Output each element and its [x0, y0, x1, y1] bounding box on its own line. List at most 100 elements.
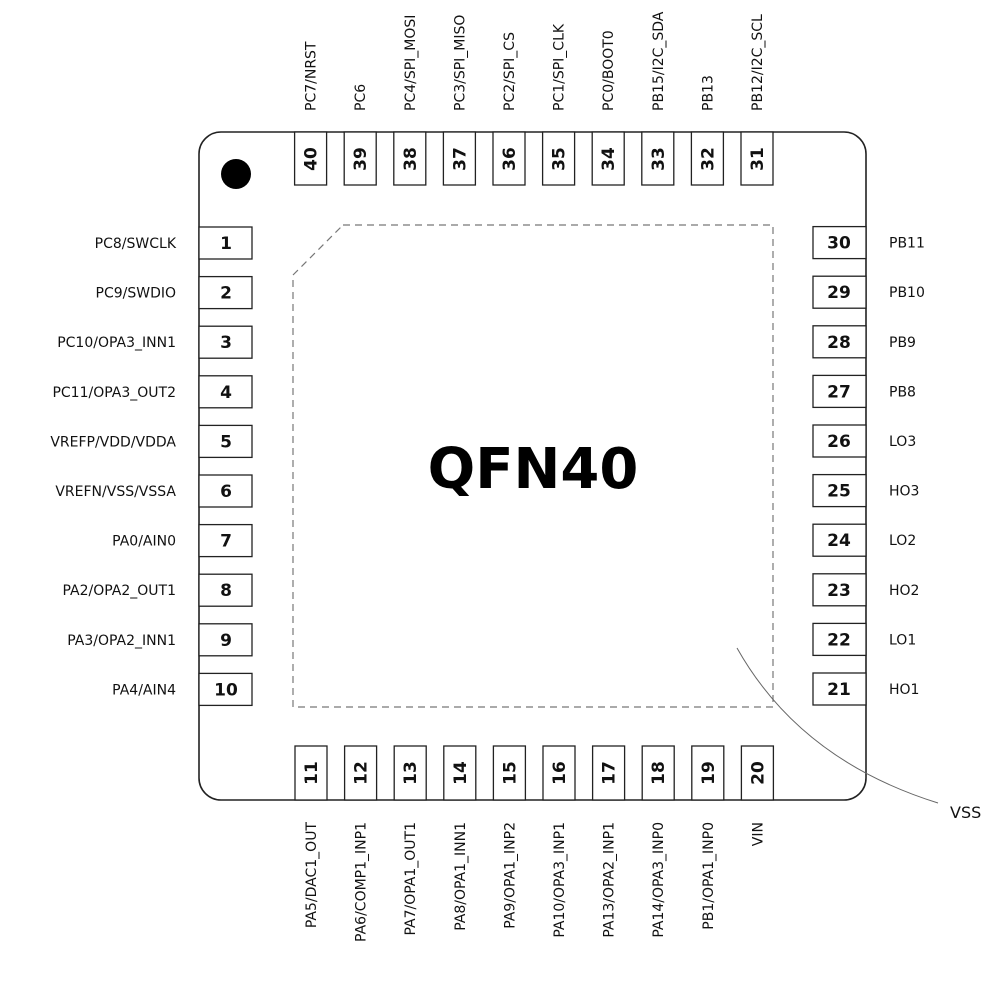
pin-pad: [541, 131, 576, 186]
pin-pad: [812, 325, 867, 359]
pin-pad: [740, 131, 774, 186]
pin-pad: [198, 226, 253, 260]
pin-label: PA6/COMP1_INP1: [354, 822, 370, 942]
pin-pad: [542, 745, 576, 801]
pin-pad: [812, 424, 867, 458]
pin-number: 40: [302, 147, 322, 171]
pin-label: HO2: [889, 583, 919, 599]
pin-number: 13: [401, 761, 421, 785]
vss-label: VSS: [950, 803, 981, 822]
pin-number: 30: [827, 234, 851, 254]
pin-label: VIN: [750, 822, 766, 846]
pin-number: 7: [220, 532, 232, 552]
pin-pad: [812, 573, 867, 607]
exposed-pad-outline: [292, 224, 774, 708]
pin-number: 19: [699, 761, 719, 785]
pin-pad: [812, 672, 867, 706]
pin-pad: [492, 131, 526, 186]
pin-number: 34: [599, 147, 619, 171]
pin-label: PA0/AIN0: [112, 534, 176, 550]
pin-pad: [198, 474, 253, 508]
pin-2: 2 PC9/SWDIO: [96, 275, 253, 310]
pin-label: PC10/OPA3_INN1: [57, 335, 176, 351]
pin-label: PC3/SPI_MISO: [452, 15, 468, 111]
pin-40: 40 PC7/NRST: [293, 41, 328, 186]
pin-number: 25: [827, 482, 851, 502]
pin-number: 3: [220, 333, 232, 353]
pin-number: 18: [649, 761, 669, 785]
pin-number: 5: [220, 432, 232, 452]
pin-label: PA13/OPA2_INP1: [602, 822, 618, 938]
pin-label: PC8/SWCLK: [95, 236, 177, 252]
pin-number: 2: [220, 284, 232, 304]
pin-pad: [812, 374, 867, 409]
pin-label: PA10/OPA3_INP1: [552, 822, 568, 938]
pin-label: PA14/OPA3_INP0: [651, 822, 667, 938]
pin-label: LO1: [889, 632, 916, 648]
package-body: [198, 131, 867, 801]
pin-number: 17: [600, 761, 620, 785]
pin-pad: [443, 745, 477, 801]
pin-label: LO3: [889, 434, 916, 450]
pin-number: 11: [302, 761, 322, 785]
pin-label: LO2: [889, 533, 916, 549]
pin-number: 9: [220, 631, 232, 651]
pin-number: 27: [827, 382, 851, 402]
pin-pad: [198, 325, 253, 359]
pin-pad: [591, 745, 626, 801]
pin-3: 3 PC10/OPA3_INN1: [57, 325, 253, 359]
pin-number: 33: [649, 147, 669, 171]
pin-label: PC9/SWDIO: [96, 286, 177, 302]
pin-pad: [293, 131, 328, 186]
pin-pad: [812, 225, 867, 260]
pin-label: PA9/OPA1_INP2: [502, 822, 518, 929]
pin-label: PA5/DAC1_OUT: [304, 822, 320, 929]
pin-7: 7 PA0/AIN0: [112, 523, 253, 558]
pin-pad: [442, 131, 477, 186]
pin-number: 20: [748, 761, 768, 785]
pin-number: 24: [827, 531, 851, 551]
package-title: QFN40: [428, 437, 639, 502]
pin-label: PB9: [889, 335, 916, 351]
pin-label: PA8/OPA1_INN1: [453, 822, 469, 931]
pin-label: PA7/OPA1_OUT1: [403, 822, 419, 936]
pin-pad: [690, 131, 725, 186]
pin-number: 36: [500, 147, 520, 171]
pin-number: 39: [351, 147, 371, 171]
pin-label: PC0/BOOT0: [601, 30, 617, 111]
pin-pad: [198, 275, 253, 310]
vss-callout-line: [736, 647, 939, 804]
pin-34: 34 PC0/BOOT0: [591, 30, 625, 186]
pin-label: PB13: [700, 75, 716, 111]
pin-pad: [812, 622, 867, 657]
pin-pad: [198, 623, 253, 657]
pin-number: 6: [220, 482, 232, 502]
pin-label: PC7/NRST: [304, 41, 320, 111]
pin-number: 22: [827, 630, 851, 650]
pin-number: 16: [550, 761, 570, 785]
